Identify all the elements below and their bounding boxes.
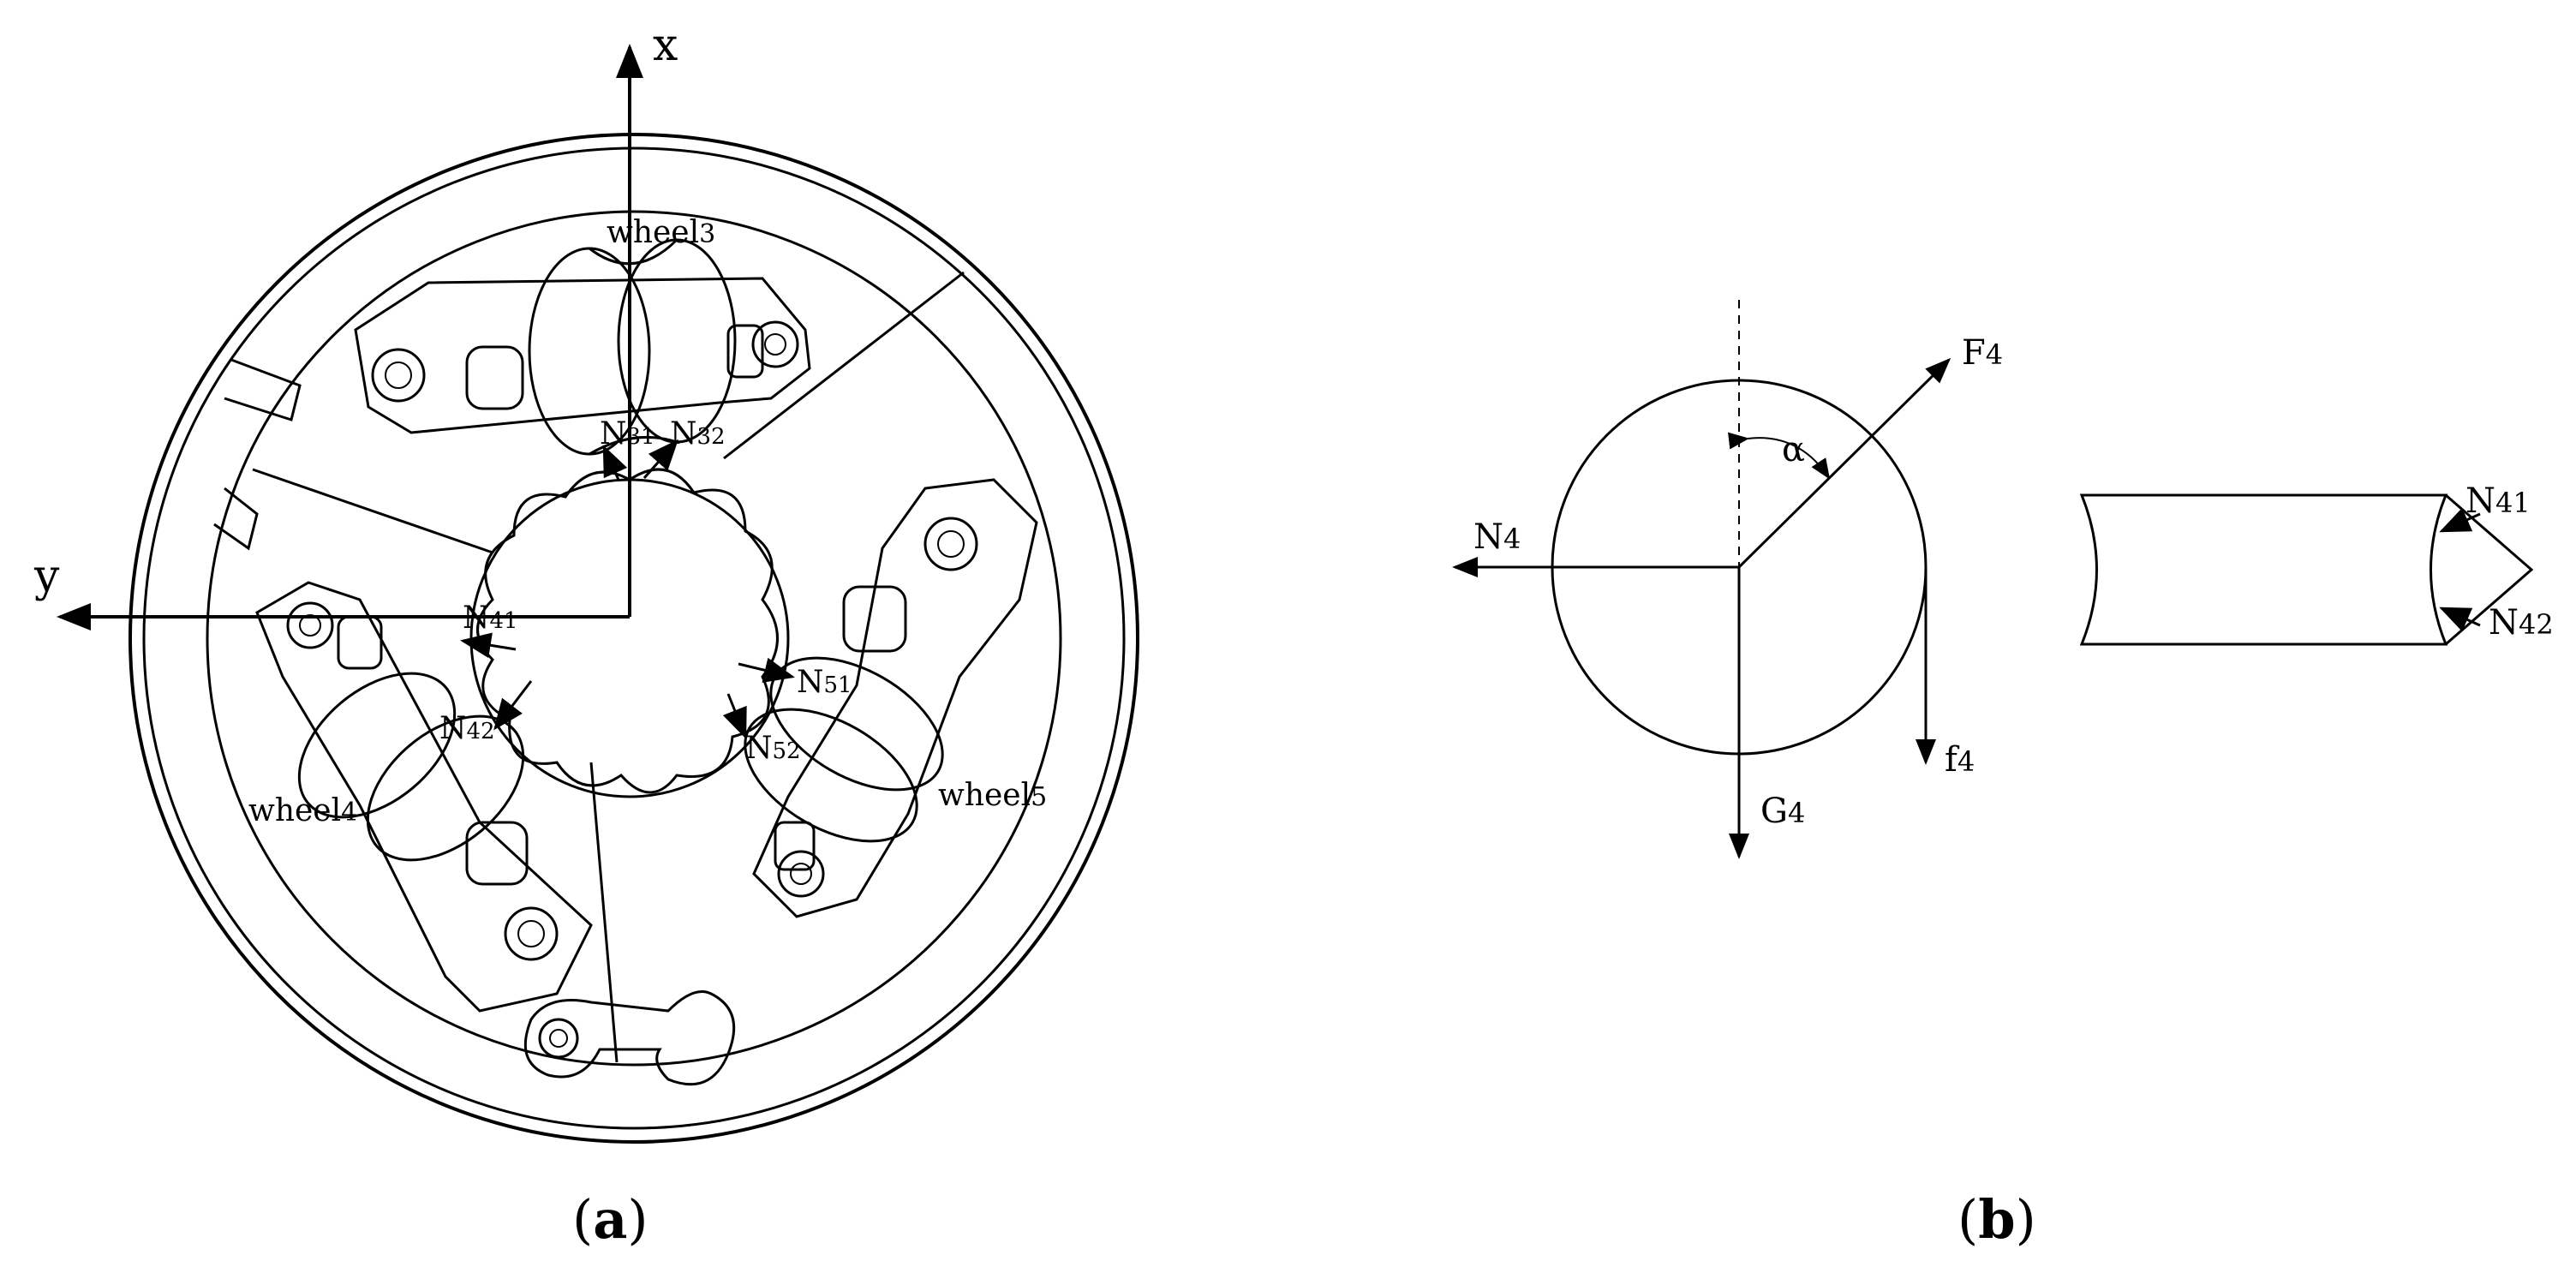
force-n41-arrow xyxy=(2439,507,2481,533)
wall-slots xyxy=(213,358,302,551)
label-g4: G4 xyxy=(1760,792,1805,831)
label-wheel3: wheel3 xyxy=(607,215,715,250)
panel-b: α F4 N4 G4 f4 N41 N42 (b) xyxy=(1452,300,2554,1251)
y-axis-label: y xyxy=(33,551,60,602)
panel-a: x y wheel3 wheel4 wheel5 N31 N32 N41 N42… xyxy=(33,20,1139,1251)
label-wheel4: wheel4 xyxy=(248,793,357,828)
label-n41-b: N41 xyxy=(2465,481,2531,521)
caption-a: (a) xyxy=(572,1188,648,1251)
contact-wedge xyxy=(2445,493,2534,646)
angle-alpha-arc xyxy=(1727,432,1831,480)
wheel3-assembly xyxy=(354,238,811,456)
cable-segment xyxy=(2079,493,2448,646)
radial-divider-lines xyxy=(252,271,965,1063)
label-n52: N52 xyxy=(745,731,801,766)
label-f4-friction: f4 xyxy=(1945,740,1975,780)
housing-inner-ring xyxy=(142,146,1126,1130)
label-n32: N32 xyxy=(670,416,726,451)
wheel5-assembly xyxy=(744,478,1038,918)
caption-b: (b) xyxy=(1957,1188,2036,1251)
housing-bore-ring xyxy=(206,210,1062,1067)
x-axis-label: x xyxy=(653,20,678,71)
label-n42: N42 xyxy=(439,711,495,746)
label-f4: F4 xyxy=(1962,333,2003,373)
label-wheel5: wheel5 xyxy=(938,778,1047,813)
contact-force-arrows xyxy=(460,439,795,739)
lobed-cable xyxy=(476,468,779,794)
label-n51: N51 xyxy=(797,665,852,700)
housing-outer-ring xyxy=(129,133,1139,1144)
bottom-clip xyxy=(523,990,736,1086)
label-n42-b: N42 xyxy=(2489,603,2554,642)
force-n42-arrow xyxy=(2439,607,2481,632)
label-n41: N41 xyxy=(463,601,518,636)
label-n4: N4 xyxy=(1473,517,1521,557)
angle-alpha-label: α xyxy=(1782,430,1805,469)
label-n31: N31 xyxy=(600,416,655,451)
force-f4-arrow xyxy=(1737,357,1951,569)
